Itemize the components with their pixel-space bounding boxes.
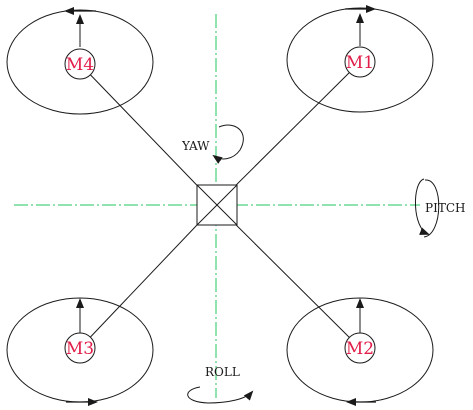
pitch-rotation-arrow-head	[414, 178, 430, 235]
rotor-m4-disc	[6, 9, 154, 115]
rotor-m4: M4	[6, 7, 154, 115]
motor-m1-label: M1	[346, 53, 374, 73]
rotor-m1-disc	[286, 7, 434, 113]
yaw-indicator: YAW	[181, 124, 244, 164]
roll-label: ROLL	[205, 365, 240, 379]
rotor-m3: M3	[6, 297, 154, 406]
arm-m4	[79, 63, 217, 206]
arm-m1	[215, 61, 361, 206]
yaw-rotation-arrow	[212, 124, 244, 164]
motor-m2-label: M2	[346, 339, 374, 359]
rotor-m2: M2	[286, 297, 434, 406]
arm-m2	[215, 204, 361, 349]
motor-m4-label: M4	[66, 55, 94, 75]
motor-m2	[344, 332, 376, 364]
roll-indicator: ROLL	[187, 365, 254, 404]
center-body	[196, 184, 238, 226]
motor-m4	[64, 48, 96, 80]
motor-m1	[344, 46, 376, 78]
arm-m3	[79, 204, 217, 349]
motor-m3	[64, 332, 96, 364]
pitch-indicator: PITCH	[414, 178, 465, 238]
rotor-m1: M1	[286, 5, 434, 113]
roll-rotation-arrow	[187, 386, 254, 404]
pitch-label: PITCH	[425, 201, 465, 215]
yaw-label: YAW	[181, 139, 210, 153]
motor-m3-label: M3	[66, 339, 94, 359]
